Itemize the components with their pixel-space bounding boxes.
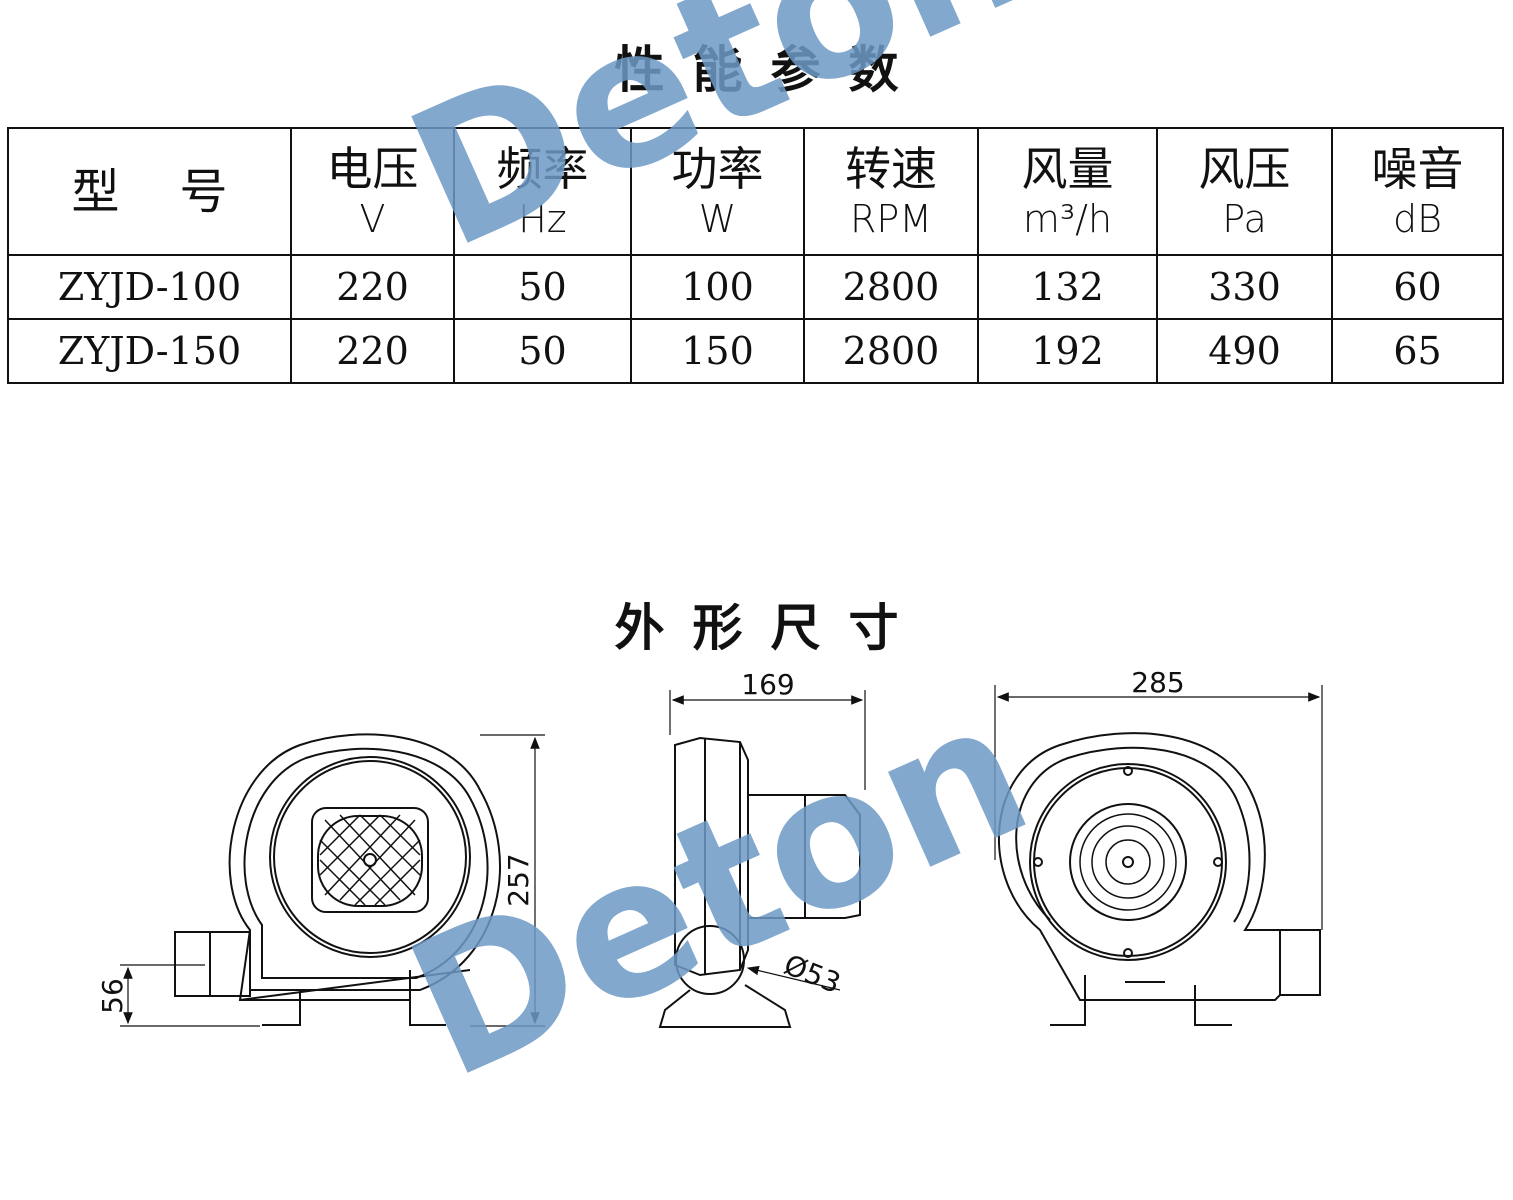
- front-view: [120, 733, 545, 1027]
- header-model: 型号: [7, 127, 292, 256]
- dimensions-title: 外形尺寸: [614, 599, 927, 657]
- cell-power: 150: [630, 318, 805, 384]
- cell-noise: 65: [1331, 318, 1504, 384]
- cell-speed: 2800: [803, 318, 979, 384]
- cell-noise: 60: [1331, 254, 1504, 320]
- cell-model: ZYJD-150: [7, 318, 292, 384]
- cell-voltage: 220: [290, 318, 455, 384]
- performance-title: 性能参数: [614, 41, 927, 99]
- cell-voltage: 220: [290, 254, 455, 320]
- side-view: [658, 690, 866, 1028]
- dim-width-label: 285: [1131, 666, 1184, 699]
- table-row: ZYJD-100 220 50 100 2800 132 330 60: [7, 254, 1504, 320]
- blower-drawings: 169 285 257 56 Ø53: [96, 666, 1323, 1028]
- cell-power: 100: [630, 254, 805, 320]
- cell-pressure: 490: [1156, 318, 1333, 384]
- dim-outlet-height-label: 56: [96, 978, 129, 1014]
- dim-height-label: 257: [502, 853, 535, 906]
- dim-depth-label: 169: [741, 668, 794, 701]
- rear-view: [994, 685, 1323, 1026]
- cell-pressure: 330: [1156, 254, 1333, 320]
- cell-frequency: 50: [453, 254, 632, 320]
- table-row: ZYJD-150 220 50 150 2800 192 490 65: [7, 318, 1504, 384]
- cell-airflow: 192: [977, 318, 1158, 384]
- cell-airflow: 132: [977, 254, 1158, 320]
- cell-model: ZYJD-100: [7, 254, 292, 320]
- cell-frequency: 50: [453, 318, 632, 384]
- cell-speed: 2800: [803, 254, 979, 320]
